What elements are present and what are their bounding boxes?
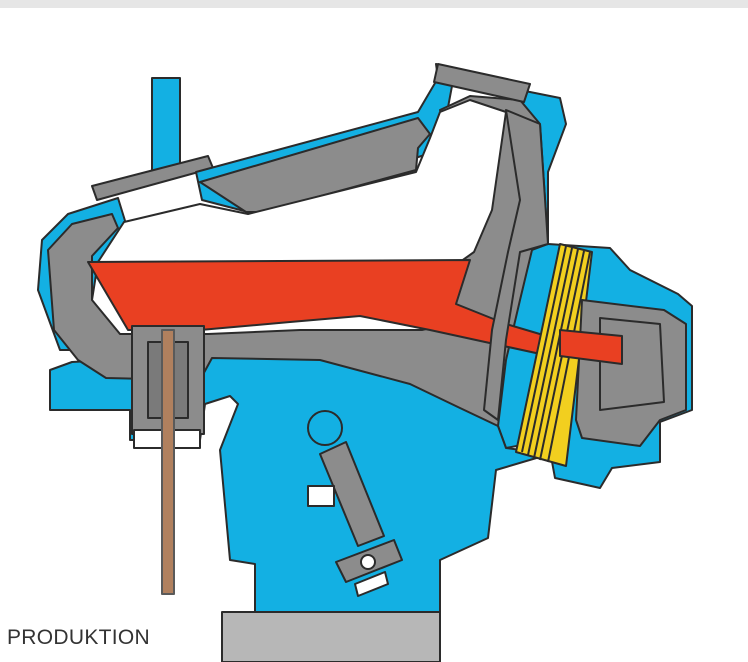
inductor-inner bbox=[599, 317, 665, 411]
tapping-rod bbox=[161, 329, 175, 595]
base-slot bbox=[307, 485, 335, 507]
exhaust-pipe bbox=[151, 77, 181, 177]
top-flap bbox=[433, 63, 531, 103]
page-top-band bbox=[0, 0, 748, 8]
section-caption: PRODUKTION bbox=[7, 626, 151, 649]
foundation-plate bbox=[221, 611, 441, 662]
roof-refractory bbox=[199, 117, 431, 213]
tilt-cylinder bbox=[307, 410, 403, 597]
inner-chamber bbox=[97, 99, 507, 263]
rear-bricks bbox=[483, 109, 549, 421]
inductor-channel bbox=[559, 329, 623, 365]
